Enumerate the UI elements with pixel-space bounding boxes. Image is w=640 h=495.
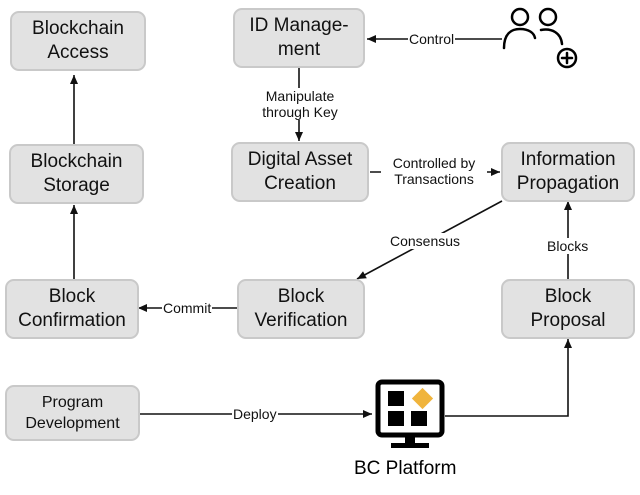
node-blockchain-storage: Blockchain Storage — [9, 144, 144, 204]
edge-label-blocks: Blocks — [546, 238, 590, 254]
arrow-platform-to-proposal — [445, 339, 572, 417]
bc-platform-label: BC Platform — [354, 458, 457, 479]
node-blockchain-access: Blockchain Access — [10, 11, 146, 71]
node-digital-asset-creation: Digital Asset Creation — [231, 142, 369, 202]
node-block-verification: Block Verification — [237, 279, 365, 339]
node-block-confirmation: Block Confirmation — [5, 279, 139, 339]
edge-label-control: Control — [408, 31, 456, 47]
edge-label-deploy: Deploy — [232, 406, 278, 422]
node-program-development: Program Development — [5, 385, 140, 441]
edge-label-consensus: Consensus — [389, 233, 462, 249]
node-block-proposal: Block Proposal — [501, 279, 635, 339]
bc-platform-icon — [375, 379, 445, 448]
edge-label-commit: Commit — [162, 300, 213, 316]
node-information-propagation: Information Propagation — [501, 142, 635, 202]
edge-label-manipulate-through-key: Manipulate through Key — [251, 88, 349, 120]
node-id-management: ID Manage- ment — [233, 8, 365, 68]
add-users-icon — [502, 7, 578, 69]
edge-label-controlled-by-transactions: Controlled by Transactions — [381, 155, 487, 187]
